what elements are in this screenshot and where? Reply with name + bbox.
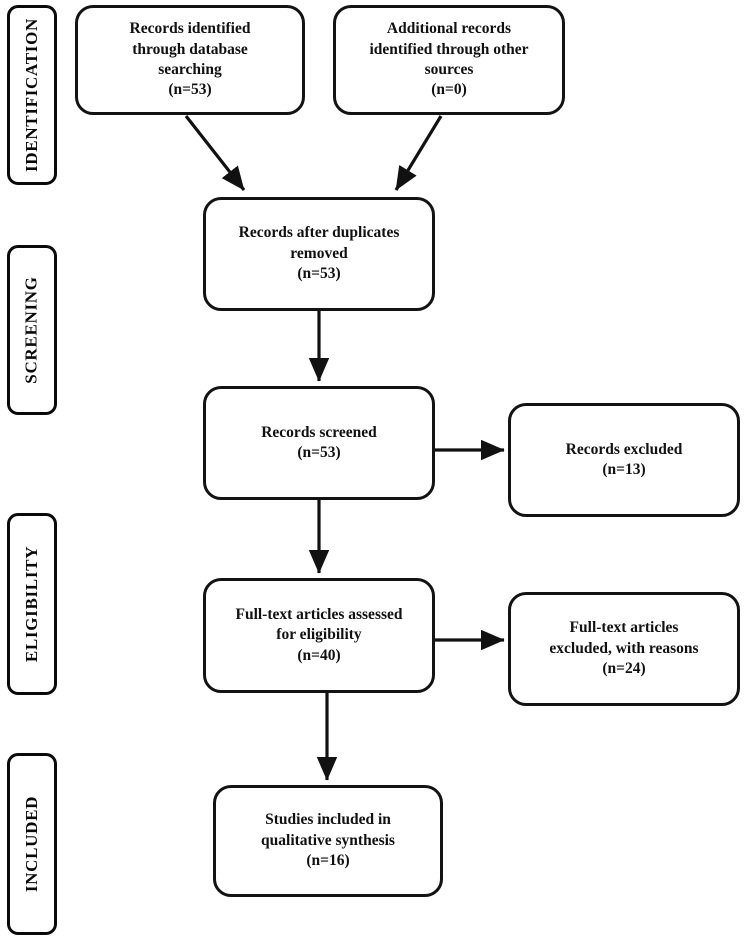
stage-label-included: INCLUDED xyxy=(7,753,57,935)
arrow-other-to-duplicates xyxy=(394,115,443,191)
box-records-identified-database-text: Records identified through database sear… xyxy=(129,20,251,99)
box-additional-records-other-sources: Additional records identified through ot… xyxy=(333,5,565,115)
box-records-after-duplicates-removed: Records after duplicates removed (n=53) xyxy=(203,197,435,311)
box-full-text-excluded-text: Full-text articles excluded, with reason… xyxy=(549,619,699,678)
box-records-after-duplicates-removed-text: Records after duplicates removed (n=53) xyxy=(238,224,400,283)
box-studies-included-qualitative-text: Studies included in qualitative synthesi… xyxy=(261,811,395,870)
stage-label-identification: IDENTIFICATION xyxy=(7,5,57,185)
stage-label-included-text: INCLUDED xyxy=(22,795,41,893)
box-full-text-assessed-text: Full-text articles assessed for eligibil… xyxy=(235,605,403,664)
box-records-screened-text: Records screened (n=53) xyxy=(261,423,377,461)
stage-label-eligibility: ELIGIBILITY xyxy=(7,513,57,695)
box-records-screened: Records screened (n=53) xyxy=(203,386,435,500)
box-records-identified-database: Records identified through database sear… xyxy=(75,5,305,115)
box-additional-records-other-sources-text: Additional records identified through ot… xyxy=(369,20,529,99)
stage-label-identification-text: IDENTIFICATION xyxy=(22,17,42,173)
stage-label-screening: SCREENING xyxy=(7,245,57,415)
stage-label-screening-text: SCREENING xyxy=(22,276,42,384)
box-records-excluded-text: Records excluded (n=13) xyxy=(565,440,683,478)
arrow-db-to-duplicates xyxy=(184,115,246,191)
box-records-excluded: Records excluded (n=13) xyxy=(508,403,740,517)
box-studies-included-qualitative: Studies included in qualitative synthesi… xyxy=(213,785,443,897)
box-full-text-excluded: Full-text articles excluded, with reason… xyxy=(508,592,740,706)
box-full-text-assessed: Full-text articles assessed for eligibil… xyxy=(203,578,435,693)
stage-label-eligibility-text: ELIGIBILITY xyxy=(22,545,42,663)
